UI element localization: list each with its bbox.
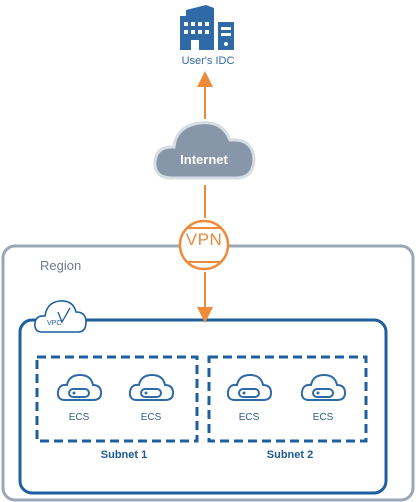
vpn-gateway-icon bbox=[178, 219, 230, 271]
subnet-1-box bbox=[35, 355, 199, 443]
vpc-box bbox=[18, 318, 388, 495]
subnet-2-box bbox=[207, 355, 368, 443]
building-icon bbox=[180, 5, 234, 50]
subnet-1-label: Subnet 1 bbox=[100, 449, 148, 461]
ecs-label: ECS bbox=[68, 412, 90, 423]
region-label: Region bbox=[40, 258, 82, 273]
idc-label: User's IDC bbox=[181, 55, 235, 67]
ecs-icon bbox=[128, 373, 175, 401]
ecs-label: ECS bbox=[140, 412, 162, 423]
ecs-label: ECS bbox=[238, 412, 260, 423]
vpn-label: VPN bbox=[185, 230, 223, 249]
ecs-icon bbox=[56, 373, 103, 401]
cloud-icon bbox=[153, 121, 256, 180]
ecs-label: ECS bbox=[312, 412, 334, 423]
vpc-cloud-icon bbox=[34, 300, 87, 333]
subnet-2-label: Subnet 2 bbox=[266, 449, 314, 461]
ecs-icon bbox=[226, 373, 273, 401]
internet-label: Internet bbox=[180, 152, 228, 167]
vpc-label: VPC bbox=[47, 320, 62, 327]
ecs-icon bbox=[300, 373, 347, 401]
